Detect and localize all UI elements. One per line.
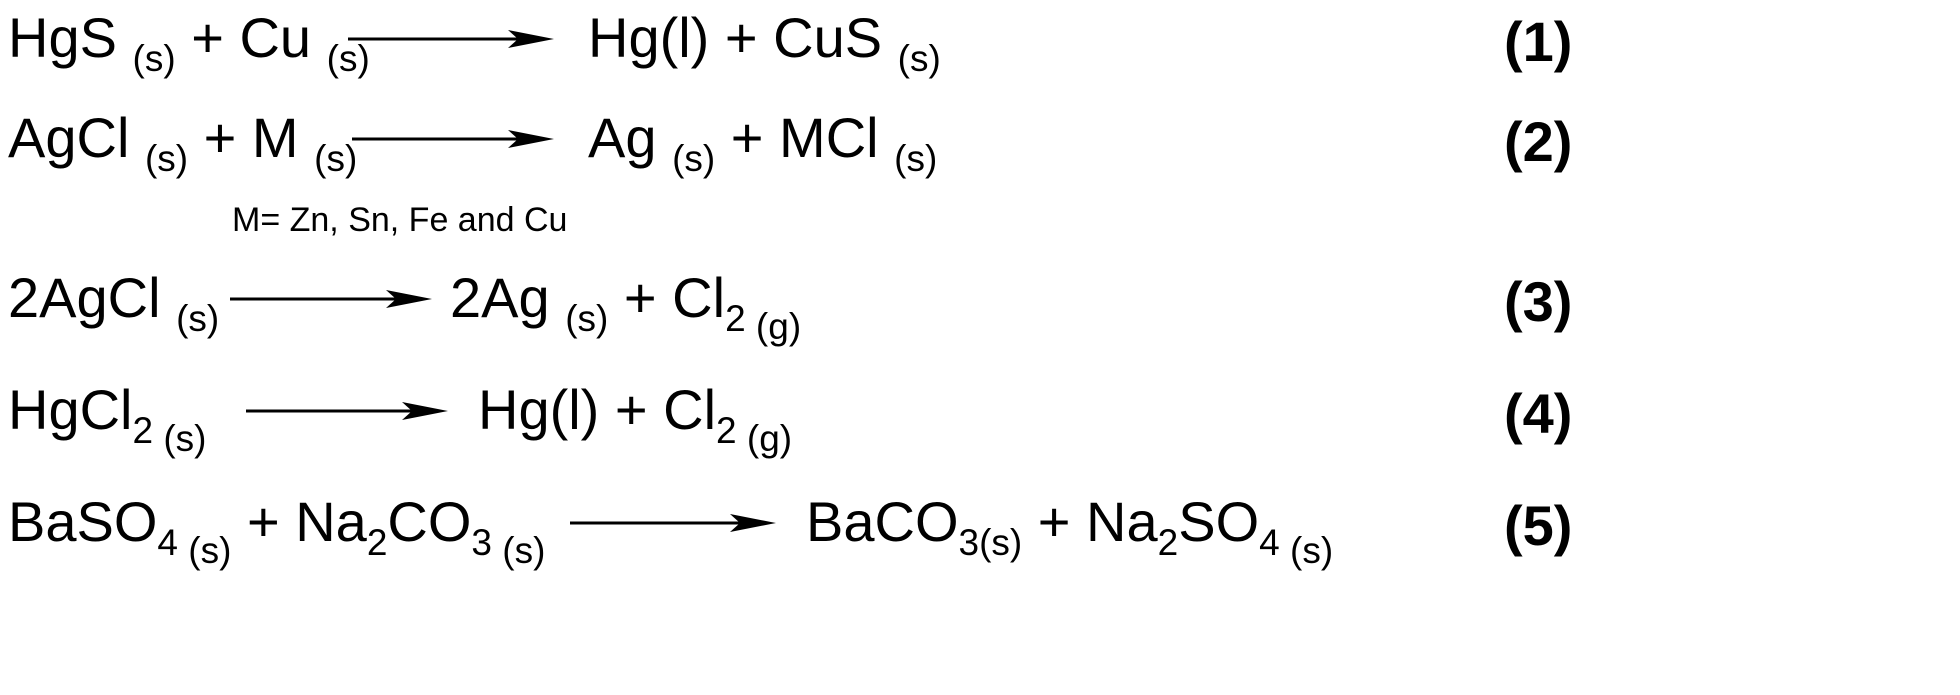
arrow-graphic xyxy=(246,402,448,420)
formula-text: AgCl xyxy=(8,106,145,169)
equation-number: (3) xyxy=(1504,270,1573,333)
formula-text: + Cl xyxy=(608,266,726,329)
equation-reactants: AgCl (s) + M (s) xyxy=(8,110,357,178)
formula-text: SO xyxy=(1178,490,1260,553)
formula-text: BaCO xyxy=(806,490,959,553)
formula-subscript: 2 xyxy=(132,410,154,451)
equation-number: (1) xyxy=(1504,10,1573,73)
equation-products: Hg(l) + CuS (s) xyxy=(588,10,941,78)
equation-2: AgCl (s) + M (s) Ag (s) + MCl (s) (2) xyxy=(0,106,1960,196)
arrow-head xyxy=(402,402,448,420)
formula-subscript: (s) xyxy=(894,138,938,179)
formula-subscript: (s) xyxy=(326,38,370,79)
formula-subscript: 2 xyxy=(1157,522,1179,563)
equation-products: 2Ag (s) + Cl2 (g) xyxy=(450,270,801,346)
arrow-graphic xyxy=(352,130,554,148)
equation-3: 2AgCl (s) 2Ag (s) + Cl2 (g) (3) xyxy=(0,266,1960,356)
formula-text: 2AgCl xyxy=(8,266,177,329)
reaction-arrow xyxy=(230,289,432,309)
equation-number: (5) xyxy=(1504,494,1573,557)
formula-subscript: 3 xyxy=(471,522,492,563)
equation-5: BaSO4 (s) + Na2CO3 (s) BaCO3(s) + Na2SO4… xyxy=(0,490,1960,580)
equation-reactants: 2AgCl (s) xyxy=(8,270,219,338)
formula-subscript: 4 xyxy=(157,522,178,563)
formula-subscript: (s) xyxy=(176,298,220,339)
state-subscript: (s) xyxy=(153,418,207,459)
equation-number: (4) xyxy=(1504,382,1573,445)
state-subscript: (g) xyxy=(745,306,802,347)
formula-text: Hg(l) + CuS xyxy=(588,6,898,69)
formula-subscript: 2 xyxy=(725,298,746,339)
formula-text: + Cu xyxy=(175,6,327,69)
state-subscript: (s) xyxy=(177,530,232,571)
arrow-head xyxy=(730,514,776,532)
formula-subscript: (s) xyxy=(565,298,609,339)
formula-text: + M xyxy=(188,106,315,169)
formula-text: Hg(l) + Cl xyxy=(478,378,717,441)
formula-subscript: 2 xyxy=(716,410,737,451)
formula-subscript: (s) xyxy=(144,138,189,179)
equation-reactants: BaSO4 (s) + Na2CO3 (s) xyxy=(8,494,545,570)
equation-products: Hg(l) + Cl2 (g) xyxy=(478,382,792,458)
formula-text: + Na xyxy=(1022,490,1158,553)
state-subscript: (s) xyxy=(491,530,546,571)
formula-text: BaSO xyxy=(8,490,158,553)
arrow-head xyxy=(508,130,554,148)
arrow-graphic xyxy=(570,514,776,532)
reaction-arrow xyxy=(570,513,776,533)
formula-subscript: 2 xyxy=(366,522,388,563)
metal-note: M= Zn, Sn, Fe and Cu xyxy=(232,201,568,239)
arrow-head xyxy=(386,290,432,308)
formula-text: HgS xyxy=(8,6,133,69)
equation-4: HgCl2 (s) Hg(l) + Cl2 (g) (4) xyxy=(0,378,1960,468)
formula-subscript: (s) xyxy=(314,138,358,179)
state-subscript: (g) xyxy=(736,418,793,459)
formula-text: + Na xyxy=(231,490,367,553)
reaction-arrow xyxy=(246,401,448,421)
formula-subscript: (s) xyxy=(672,138,716,179)
equation-1: HgS (s) + Cu (s) Hg(l) + CuS (s) (1) xyxy=(0,6,1960,96)
reaction-arrow xyxy=(348,29,554,49)
arrow-graphic xyxy=(230,290,432,308)
formula-subscript: (s) xyxy=(132,38,176,79)
formula-subscript: (s) xyxy=(897,38,941,79)
equation-number: (2) xyxy=(1504,110,1573,173)
state-subscript: (s) xyxy=(1279,530,1334,571)
formula-subscript: 4 xyxy=(1259,522,1280,563)
equation-reactants: HgCl2 (s) xyxy=(8,382,206,458)
formula-subscript: 3(s) xyxy=(958,522,1023,563)
equation-products: Ag (s) + MCl (s) xyxy=(588,110,937,178)
equation-reactants: HgS (s) + Cu (s) xyxy=(8,10,370,78)
formula-text: Ag xyxy=(588,106,673,169)
arrow-graphic xyxy=(348,30,554,48)
formula-text: 2Ag xyxy=(450,266,566,329)
reaction-arrow xyxy=(352,129,554,149)
formula-text: HgCl xyxy=(8,378,133,441)
arrow-head xyxy=(508,30,554,48)
formula-text: CO xyxy=(387,490,472,553)
formula-text: + MCl xyxy=(715,106,895,169)
equation-products: BaCO3(s) + Na2SO4 (s) xyxy=(806,494,1333,570)
